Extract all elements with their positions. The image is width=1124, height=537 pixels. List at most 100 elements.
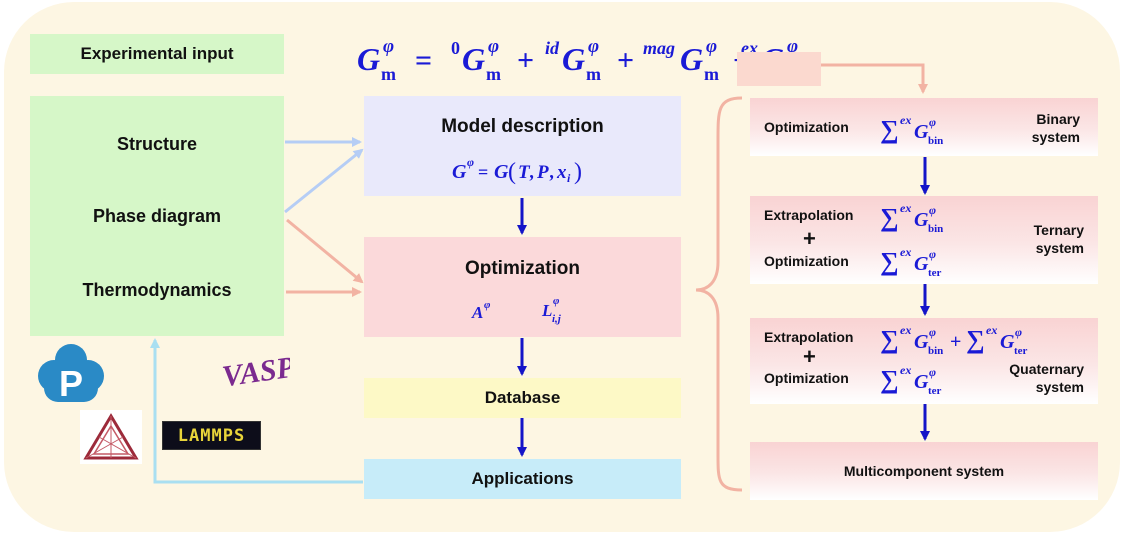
svg-text:∑: ∑ (880, 247, 899, 276)
svg-text:∑: ∑ (880, 115, 899, 144)
svg-text:m: m (381, 64, 396, 84)
svg-text:id: id (545, 38, 560, 58)
multicomponent-system-box: Multicomponent system (750, 442, 1098, 500)
applications-label: Applications (471, 469, 574, 488)
svg-text:ter: ter (928, 385, 942, 397)
svg-text:φ: φ (929, 115, 936, 129)
svg-text:φ: φ (787, 36, 798, 57)
svg-text:G: G (462, 41, 485, 77)
model-description-box (364, 96, 681, 196)
svg-text:φ: φ (553, 295, 560, 307)
binary-optimization-label: Optimization (764, 119, 849, 135)
svg-text:m: m (704, 64, 719, 84)
svg-text:i,j: i,j (552, 313, 562, 325)
database-label: Database (484, 388, 561, 407)
svg-text:T: T (518, 162, 531, 183)
svg-text:G: G (914, 371, 929, 393)
svg-text:G: G (1000, 331, 1015, 353)
svg-text:G: G (914, 253, 929, 275)
svg-text:φ: φ (467, 155, 474, 169)
svg-text:+: + (950, 331, 961, 353)
binary-system-box (750, 98, 1098, 156)
svg-text:G: G (914, 331, 929, 353)
thermo-calc-logo (80, 410, 142, 464)
vasp-logo: VASP (220, 351, 297, 394)
svg-text:φ: φ (929, 365, 936, 379)
exG-highlight (737, 52, 821, 86)
svg-text:φ: φ (383, 36, 394, 57)
quaternary-optimization-label: Optimization (764, 370, 849, 386)
svg-text:φ: φ (929, 325, 936, 339)
svg-text:ex: ex (900, 201, 911, 215)
quaternary-sum-term-combined: ∑ ex G φ bin + ∑ ex G φ ter (878, 318, 1048, 362)
svg-text:bin: bin (928, 135, 943, 147)
svg-text:P: P (59, 363, 83, 404)
ternary-sum-term-ter: ∑ ex G φ ter (878, 240, 978, 284)
svg-text:∑: ∑ (966, 325, 985, 354)
svg-text:G: G (680, 41, 703, 77)
model-equation: G φ = G ( T , P , x i ) (450, 154, 610, 186)
experimental-input-box: Experimental input (30, 34, 284, 74)
svg-text:φ: φ (1015, 325, 1022, 339)
arrow-exG-to-right (820, 63, 928, 94)
svg-text:=: = (478, 162, 488, 182)
experimental-data-box (30, 96, 284, 336)
phase-diagram-label: Phase diagram (92, 206, 222, 226)
curly-brace (695, 96, 743, 492)
svg-text:G: G (914, 121, 929, 143)
svg-text:∑: ∑ (880, 325, 899, 354)
ternary-extrapolation-label: Extrapolation (764, 207, 854, 223)
arrow-phase-to-optimization (286, 218, 364, 284)
binary-sum-term: ∑ ex G φ bin (878, 108, 978, 152)
svg-text:): ) (574, 159, 582, 185)
quaternary-extrapolation-label: Extrapolation (764, 329, 854, 345)
svg-text:φ: φ (706, 36, 717, 57)
quaternary-plus: + (803, 344, 816, 369)
svg-text:A: A (471, 303, 483, 322)
param-a: A φ (470, 296, 510, 326)
svg-text:+: + (617, 44, 634, 77)
svg-text:+: + (517, 44, 534, 77)
svg-text:m: m (586, 64, 601, 84)
multicomponent-system-label: Multicomponent system (843, 463, 1005, 479)
structure-label: Structure (116, 134, 197, 154)
ternary-system-box (750, 196, 1098, 284)
svg-text:bin: bin (928, 223, 943, 235)
main-equation: G φ m = 0 G φ m + id G φ m + mag G φ m +… (355, 30, 825, 86)
arrow-phase-to-model (284, 148, 364, 214)
svg-text:G: G (494, 161, 509, 183)
svg-text:ter: ter (928, 267, 942, 279)
svg-text:∑: ∑ (880, 203, 899, 232)
ternary-plus: + (803, 226, 816, 251)
svg-text:φ: φ (929, 247, 936, 261)
svg-text:=: = (415, 44, 432, 77)
optimization-label: Optimization (464, 258, 581, 279)
svg-text:,: , (549, 162, 555, 183)
optimization-box (364, 237, 681, 337)
model-description-label: Model description (441, 116, 604, 137)
svg-text:ex: ex (986, 323, 997, 337)
svg-text:G: G (357, 41, 380, 77)
svg-text:0: 0 (451, 38, 460, 58)
svg-text:ter: ter (1014, 345, 1028, 357)
svg-text:ex: ex (900, 245, 911, 259)
quaternary-system-label: Quaternary system (1009, 361, 1084, 395)
lammps-logo: LAMMPS (162, 421, 261, 450)
svg-text:φ: φ (929, 203, 936, 217)
svg-text:x: x (556, 162, 567, 183)
ternary-sum-term-bin: ∑ ex G φ bin (878, 196, 978, 240)
svg-text:m: m (486, 64, 501, 84)
ternary-system-label: Ternary system (1033, 222, 1084, 256)
applications-box: Applications (364, 459, 681, 499)
svg-text:G: G (914, 209, 929, 231)
svg-text:,: , (529, 162, 535, 183)
svg-text:G: G (562, 41, 585, 77)
lammps-text: LAMMPS (177, 425, 246, 446)
arrow-applications-feedback (150, 338, 363, 484)
svg-text:G: G (452, 161, 467, 183)
svg-text:ex: ex (900, 113, 911, 127)
svg-text:L: L (541, 301, 552, 320)
svg-text:(: ( (508, 159, 516, 185)
vasp-text: VASP (220, 352, 290, 392)
